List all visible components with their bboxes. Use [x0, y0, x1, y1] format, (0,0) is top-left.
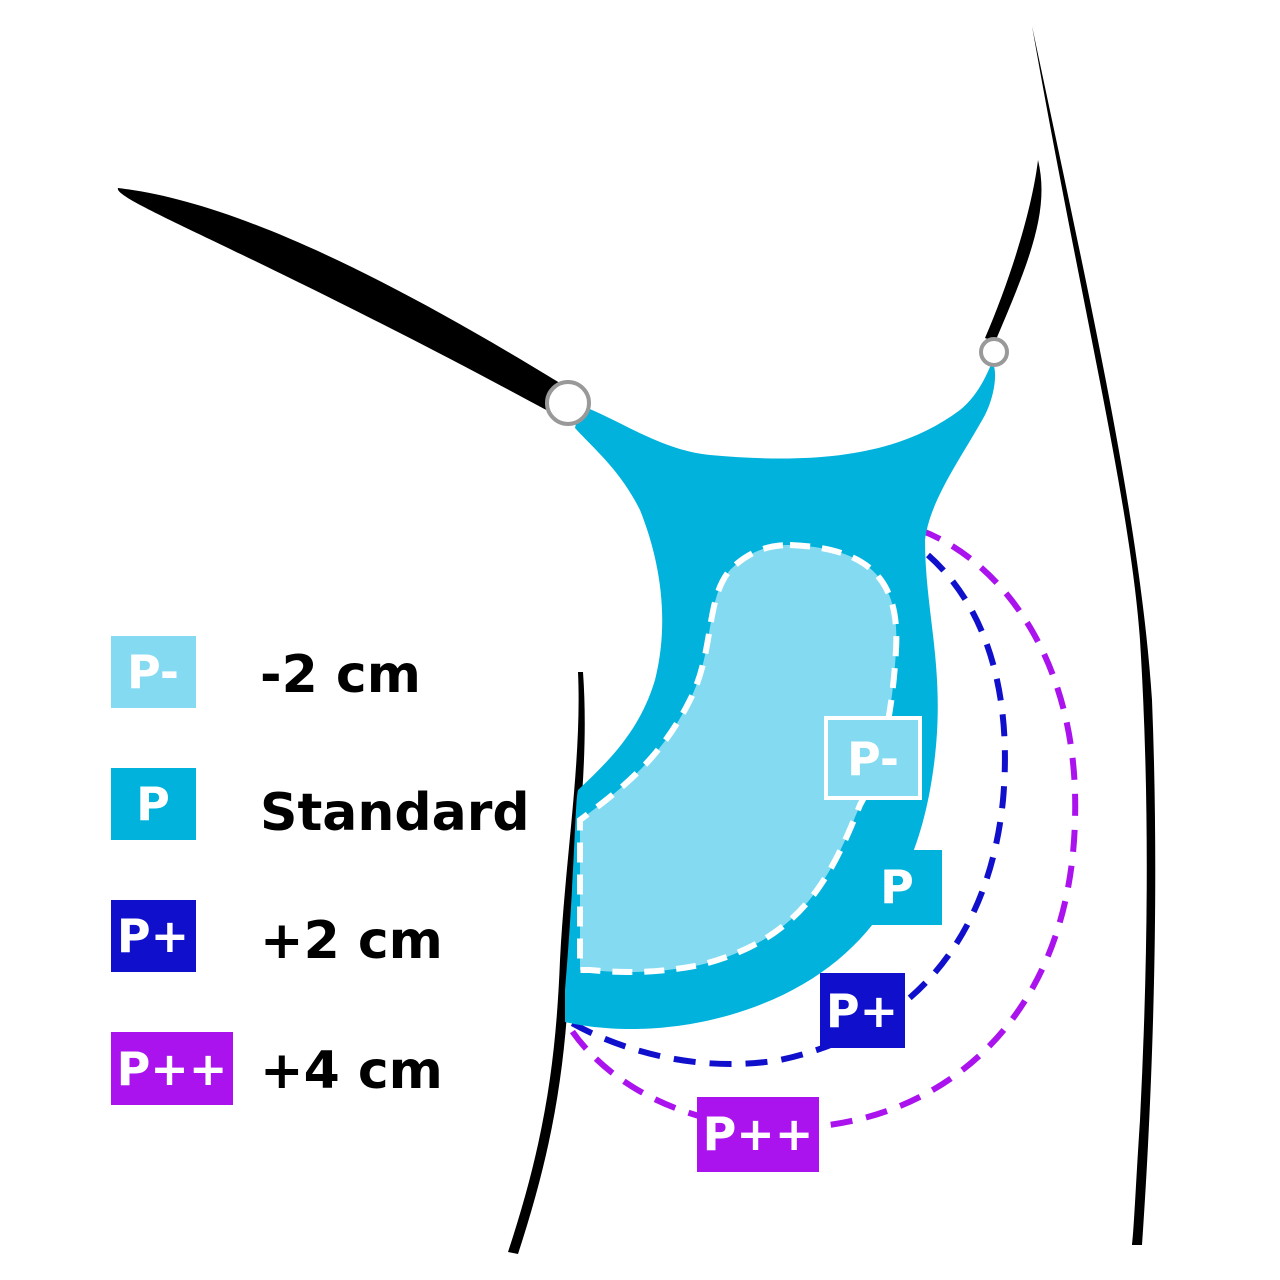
- figure-tag-p-minus: P-: [824, 716, 922, 800]
- legend-tag: P: [136, 777, 170, 831]
- figure-tag-p-plus: P+: [820, 973, 905, 1048]
- cup-p-minus-shape: [577, 541, 900, 976]
- legend-swatch: [111, 900, 196, 972]
- legend-item-p-plus: P+ +2 cm: [111, 900, 443, 972]
- figure-tag-p-plus-plus-label: P++: [703, 1107, 814, 1161]
- legend: P- -2 cm P Standard P+ +2 cm P++ +4 cm: [111, 636, 530, 1105]
- legend-tag: P-: [127, 645, 179, 699]
- shoulder-strap-line: [117, 188, 569, 412]
- legend-label: +2 cm: [260, 911, 443, 971]
- outline-p-plus: [568, 552, 1008, 1068]
- legend-swatch: [111, 636, 196, 708]
- legend-swatch: [111, 1032, 233, 1105]
- legend-swatch: [111, 768, 196, 840]
- outline-p-plus-plus: [562, 527, 1079, 1132]
- legend-label: -2 cm: [260, 645, 421, 705]
- arm-strap-line: [985, 160, 1042, 342]
- legend-label: Standard: [260, 783, 530, 843]
- legend-item-p-standard: P Standard: [111, 768, 530, 843]
- figure-tag-p-plus-plus: P++: [697, 1097, 819, 1172]
- legend-item-p-minus: P- -2 cm: [111, 636, 421, 708]
- strap-ring-left: [545, 380, 591, 426]
- legend-tag: P+: [117, 909, 189, 963]
- legend-tag: P++: [117, 1042, 228, 1096]
- legend-label: +4 cm: [260, 1041, 443, 1101]
- figure-tag-p-minus-label: P-: [847, 732, 899, 786]
- figure-tag-p-plus-label: P+: [826, 984, 898, 1038]
- strap-ring-right: [979, 337, 1009, 367]
- figure-tag-p-standard-label: P: [880, 860, 914, 914]
- figure-tag-p-standard: P: [852, 850, 942, 925]
- legend-item-p-plus-plus: P++ +4 cm: [111, 1032, 443, 1105]
- torso-outline-right: [1032, 26, 1156, 1245]
